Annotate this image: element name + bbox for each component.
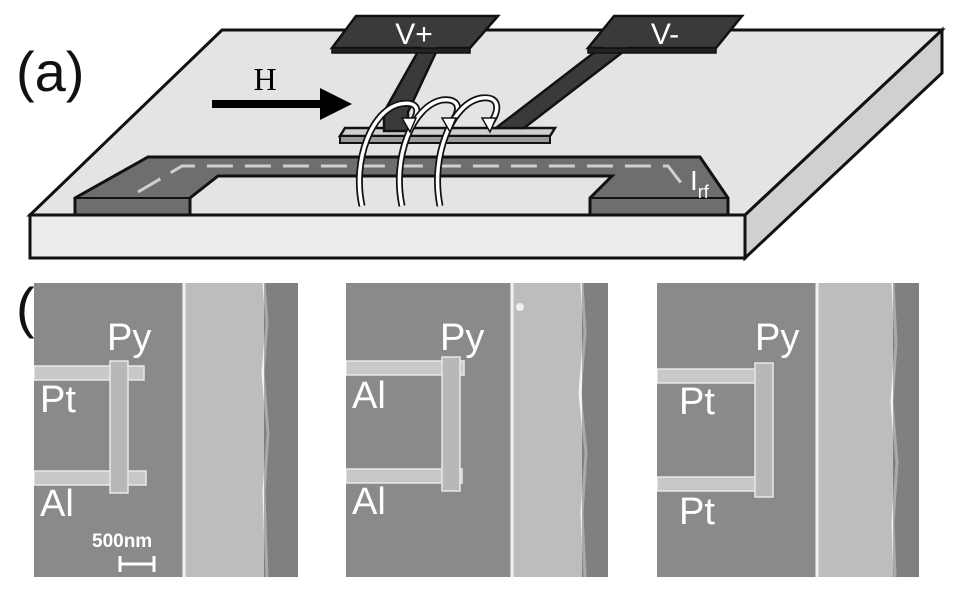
sem-image-3-graphic bbox=[657, 283, 919, 577]
field-arrow-head bbox=[320, 88, 352, 120]
rf-field-loops bbox=[355, 94, 501, 207]
current-label-main: I bbox=[690, 165, 698, 196]
rf-current-path bbox=[137, 164, 690, 194]
sem-image-1-graphic bbox=[34, 283, 298, 577]
sem-image-2: Py Al Al bbox=[346, 283, 608, 577]
substrate-side-face bbox=[28, 213, 747, 260]
sem-1-py-label: Py bbox=[107, 317, 152, 359]
v-minus-electrode-edge bbox=[587, 47, 717, 54]
sem-3-py-label: Py bbox=[755, 317, 800, 359]
v-plus-label: V+ bbox=[395, 18, 433, 51]
sem-1-scale-bar-label: 500nm bbox=[92, 531, 153, 552]
sem-2-lower-wire-label: Al bbox=[352, 481, 386, 523]
sem-2-py-label: Py bbox=[440, 317, 485, 359]
v-minus-label: V- bbox=[651, 18, 679, 51]
panel-a-label: (a) bbox=[16, 40, 85, 103]
v-plus-electrode bbox=[329, 14, 501, 133]
rf-waveguide-lower-edge bbox=[74, 197, 728, 215]
field-label: H bbox=[253, 61, 276, 97]
sem-1-lower-wire-label: Al bbox=[40, 483, 74, 525]
current-label: Irf bbox=[690, 165, 710, 202]
sem-3-upper-wire-label: Pt bbox=[679, 381, 715, 423]
v-plus-electrode-edge bbox=[331, 47, 471, 54]
sem-1-upper-wire-label: Pt bbox=[40, 379, 76, 421]
sem-image-1: Py Pt Al 500nm bbox=[34, 283, 298, 577]
sem-image-3: Py Pt Pt bbox=[657, 283, 919, 577]
rf-field-loop-arrowheads bbox=[400, 117, 498, 134]
sem-image-2-graphic bbox=[346, 283, 608, 577]
sem-2-upper-wire-label: Al bbox=[352, 375, 386, 417]
current-label-sub: rf bbox=[698, 182, 710, 202]
sem-3-lower-wire-label: Pt bbox=[679, 491, 715, 533]
